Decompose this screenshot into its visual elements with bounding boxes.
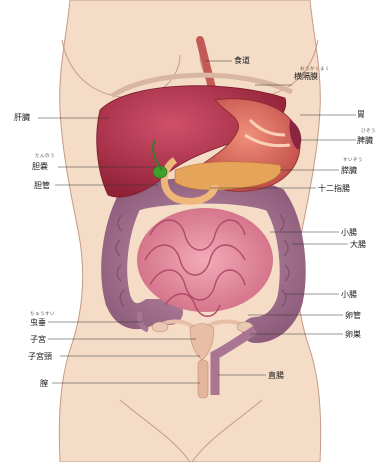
label-stomach: 胃 xyxy=(357,110,365,119)
label-cervix: 子宮頸 xyxy=(28,352,52,361)
label-vagina: 膣 xyxy=(40,379,48,388)
ruby-appendix: ちゅうすい xyxy=(30,312,55,317)
label-diaphragm: 横隔膜 xyxy=(294,72,318,81)
label-gallbladder: 胆嚢 xyxy=(32,162,48,171)
label-large-intestine: 大腸 xyxy=(350,240,366,249)
label-liver: 肝臓 xyxy=(14,113,30,122)
label-fallopian-tube: 卵管 xyxy=(345,311,361,320)
label-spleen: 脾臓 xyxy=(357,136,373,145)
ruby-gallbladder: たんのう xyxy=(35,154,55,159)
label-bile-duct: 胆管 xyxy=(34,181,50,190)
ruby-pancreas: すいぞう xyxy=(343,158,363,163)
ovary-left xyxy=(152,322,168,332)
label-uterus: 子宮 xyxy=(30,335,46,344)
label-ovary: 卵巣 xyxy=(345,330,361,339)
vagina xyxy=(198,360,208,398)
label-pancreas: 膵臓 xyxy=(341,166,357,175)
label-appendix: 虫垂 xyxy=(30,318,46,327)
label-rectum-upper: 小腸 xyxy=(341,290,357,299)
label-small-intestine: 小腸 xyxy=(341,228,357,237)
small-intestine-mass xyxy=(137,208,273,312)
label-esophagus: 食道 xyxy=(234,56,250,65)
label-duodenum: 十二指腸 xyxy=(318,184,350,193)
ruby-spleen: ひぞう xyxy=(361,129,376,134)
label-rectum: 直腸 xyxy=(268,371,284,380)
